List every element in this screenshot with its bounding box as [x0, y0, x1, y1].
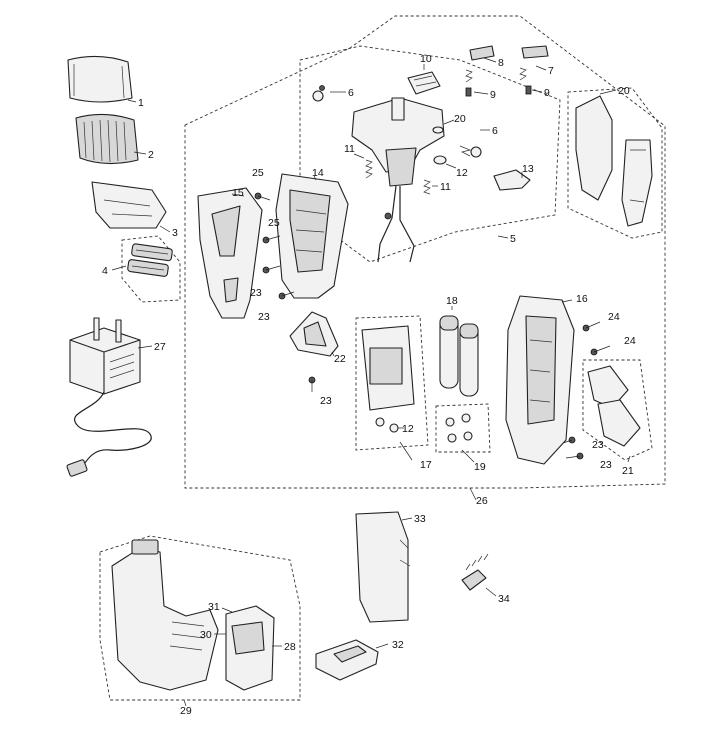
label-part-13: 13	[522, 163, 534, 175]
label-part-1: 1	[138, 97, 144, 109]
screw-24-b	[590, 345, 611, 356]
screw-23-e	[565, 452, 584, 460]
label-part-9-left: 9	[490, 89, 496, 101]
side-panels	[587, 365, 641, 447]
label-part-32: 32	[392, 639, 404, 651]
rear-grip-cover	[197, 187, 263, 319]
screw-25-upper	[254, 192, 271, 201]
outer-foil-cap	[67, 55, 133, 103]
label-part-14: 14	[312, 167, 324, 179]
screw-23-b	[278, 291, 295, 300]
screw-23-c	[308, 376, 316, 392]
screw-23-a	[262, 265, 281, 274]
label-part-2: 2	[148, 149, 154, 161]
spring-11-right	[423, 179, 431, 195]
trimmer-panel	[575, 95, 653, 227]
label-part-6-right: 6	[492, 125, 498, 137]
label-part-34: 34	[498, 593, 510, 605]
outline-group-20	[567, 87, 663, 239]
lever-clips	[465, 45, 549, 97]
callout-labels: 1 2 3 4 5 6 6 7 8 9 9 10 11 11 12 12 13 …	[102, 53, 636, 717]
label-part-20-panel: 20	[618, 85, 630, 97]
label-part-20-head: 20	[454, 113, 466, 125]
spring-9-right	[525, 85, 532, 95]
label-part-21: 21	[622, 465, 634, 477]
label-part-23-a: 23	[250, 287, 262, 299]
pivot-cap-10	[407, 71, 441, 95]
base-unit-28	[225, 605, 275, 691]
label-part-11-right: 11	[440, 181, 451, 193]
ring-20-head	[432, 126, 444, 134]
label-part-5: 5	[510, 233, 516, 245]
label-part-25-a: 25	[252, 167, 264, 179]
outline-group-21	[582, 359, 653, 461]
spring-11-left	[365, 159, 373, 179]
label-part-6-left: 6	[348, 87, 354, 99]
label-part-8: 8	[498, 57, 504, 69]
front-housing	[275, 173, 349, 299]
rear-housing	[505, 295, 575, 465]
holder-6-left	[312, 85, 325, 102]
inner-blade-set	[127, 243, 173, 277]
label-part-17: 17	[420, 459, 432, 471]
group-outlines	[99, 15, 666, 701]
label-part-7: 7	[548, 65, 554, 77]
outline-group-17	[355, 315, 429, 451]
label-part-29: 29	[180, 705, 192, 717]
ring-12-top	[433, 155, 447, 165]
outline-group-19	[435, 403, 491, 453]
outline-group-4	[121, 235, 181, 303]
label-part-28: 28	[284, 641, 296, 653]
spring-holders	[312, 85, 482, 195]
label-part-23-b: 23	[258, 311, 270, 323]
label-part-15: 15	[232, 187, 244, 199]
label-part-22: 22	[334, 353, 346, 365]
screw-24-a	[582, 321, 601, 332]
pouch	[355, 511, 411, 623]
label-part-31: 31	[208, 601, 220, 613]
release-button-13	[493, 169, 531, 191]
head-frame-assembly	[351, 97, 445, 263]
label-part-12-bottom: 12	[402, 423, 414, 435]
label-part-23-c: 23	[320, 395, 332, 407]
screw-25-lower	[262, 235, 281, 244]
label-part-27: 27	[154, 341, 166, 353]
label-part-33: 33	[414, 513, 426, 525]
label-part-23-e: 23	[600, 459, 612, 471]
tray-32	[315, 639, 379, 681]
label-part-30: 30	[200, 629, 212, 641]
cleaning-brush	[461, 553, 489, 591]
label-part-25-b: 25	[268, 217, 280, 229]
label-part-26: 26	[476, 495, 488, 507]
label-part-24-a: 24	[608, 311, 620, 323]
label-part-19: 19	[474, 461, 486, 473]
foil-frame	[91, 181, 167, 229]
label-part-3: 3	[172, 227, 178, 239]
label-part-24-b: 24	[624, 335, 636, 347]
spring-9-left	[465, 87, 472, 97]
lower-cover-piece	[289, 311, 339, 357]
washers-19	[445, 413, 473, 443]
inner-foil-blade	[75, 113, 139, 165]
label-part-23-d: 23	[592, 439, 604, 451]
ac-adaptor	[66, 317, 152, 477]
outline-group-26	[184, 15, 666, 489]
label-part-10: 10	[420, 53, 432, 65]
label-part-18: 18	[446, 295, 458, 307]
label-part-9-right: 9	[544, 87, 550, 99]
outline-group-29	[99, 535, 301, 701]
label-part-16: 16	[576, 293, 588, 305]
label-part-12-top: 12	[456, 167, 468, 179]
clip-8	[465, 45, 495, 83]
holder-6-right	[459, 145, 482, 158]
label-part-4: 4	[102, 265, 108, 277]
charging-stand	[111, 539, 219, 691]
label-part-11-left: 11	[344, 143, 355, 155]
circuit-board	[361, 325, 415, 433]
battery-pair	[439, 315, 479, 397]
clip-7	[519, 45, 549, 81]
